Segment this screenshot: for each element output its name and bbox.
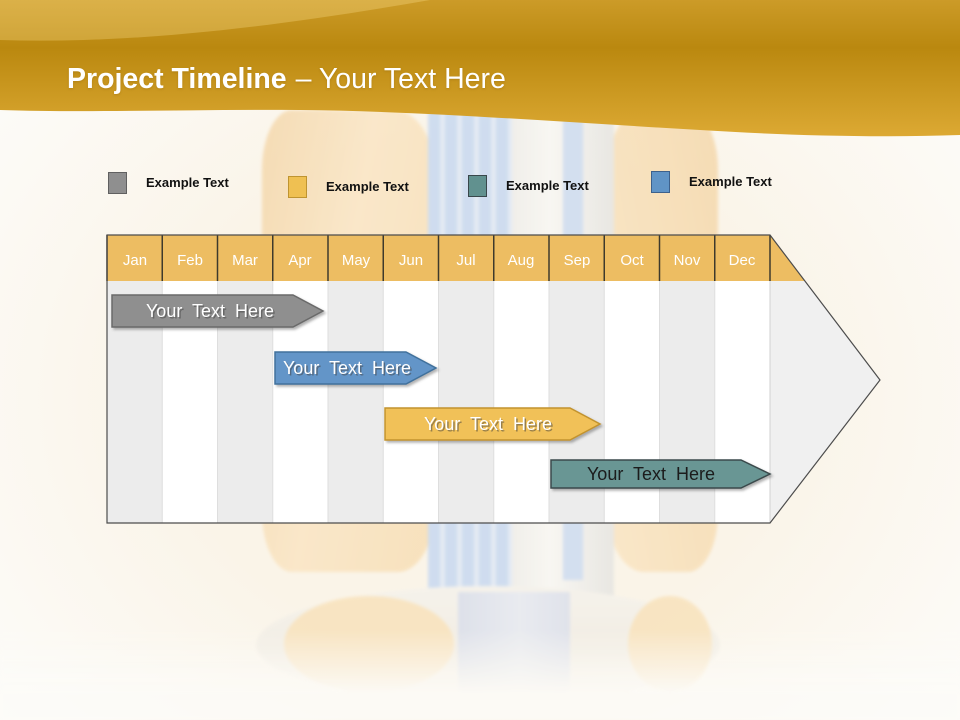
bar-label-shadow: Your Text Here [147, 303, 275, 323]
legend-item-blue[interactable]: Example Text [651, 171, 772, 193]
slide-title-main: Project Timeline [67, 63, 287, 95]
bar-label: Your Text Here [424, 414, 552, 434]
timeline-bar-blue[interactable]: Your Text Here Your Text Here [274, 351, 438, 385]
timeline-bar-gray[interactable]: Your Text Here Your Text Here [111, 294, 325, 328]
header-band [0, 0, 960, 137]
month-cell[interactable]: Jul [456, 252, 475, 269]
legend-item-teal[interactable]: Example Text [468, 175, 589, 197]
legend-swatch-blue [651, 171, 670, 193]
month-cell[interactable]: Sep [564, 252, 591, 269]
bar-label-shadow: Your Text Here [425, 416, 553, 436]
month-column-stripe [217, 235, 273, 523]
month-cell[interactable]: Apr [288, 252, 311, 269]
bar-label: Your Text Here [587, 464, 715, 484]
bar-label-shadow: Your Text Here [284, 360, 412, 380]
legend-swatch-orange [288, 176, 307, 198]
bar-shape [274, 351, 438, 385]
legend-label: Example Text [326, 179, 409, 194]
bar-label: Your Text Here [283, 358, 411, 378]
legend-label: Example Text [506, 178, 589, 193]
legend-swatch-gray [108, 172, 127, 194]
timeline-arrow-outline [106, 234, 881, 524]
legend-label: Example Text [146, 175, 229, 190]
bar-shape [550, 459, 772, 489]
timeline-bar-teal[interactable]: Your Text Here [550, 459, 772, 489]
month-cell[interactable]: Jun [399, 252, 423, 269]
timeline-chart[interactable]: Jan Feb Mar Apr May Jun Jul Aug Sep Oct … [0, 230, 900, 530]
month-cell[interactable]: Dec [729, 252, 756, 269]
header-wave-shape [0, 0, 960, 137]
month-cell[interactable]: May [342, 252, 371, 269]
timeline-bar-orange[interactable]: Your Text Here Your Text Here [384, 407, 602, 441]
month-cell[interactable]: Nov [674, 252, 701, 269]
month-column-stripe [107, 235, 163, 523]
slide-title-sub: – Your Text Here [295, 63, 506, 95]
bar-shape [384, 407, 602, 441]
legend-label: Example Text [689, 174, 772, 189]
month-cell[interactable]: Aug [508, 252, 535, 269]
bar-shape [111, 294, 325, 328]
legend-swatch-teal [468, 175, 487, 197]
month-cell[interactable]: Mar [232, 252, 258, 269]
bg-floor-fade [0, 630, 960, 720]
month-cell[interactable]: Feb [177, 252, 203, 269]
month-cell[interactable]: Jan [123, 252, 147, 269]
header-sheen [0, 0, 430, 41]
legend-item-orange[interactable]: Example Text [288, 176, 409, 198]
month-labels: Jan Feb Mar Apr May Jun Jul Aug Sep Oct … [123, 252, 756, 269]
legend-item-gray[interactable]: Example Text [108, 172, 229, 194]
slide-title[interactable]: Project Timeline– Your Text Here [67, 63, 506, 96]
month-column-stripe [438, 235, 494, 523]
month-header-band [107, 235, 805, 281]
bar-label: Your Text Here [146, 301, 274, 321]
month-cell[interactable]: Oct [620, 252, 644, 269]
